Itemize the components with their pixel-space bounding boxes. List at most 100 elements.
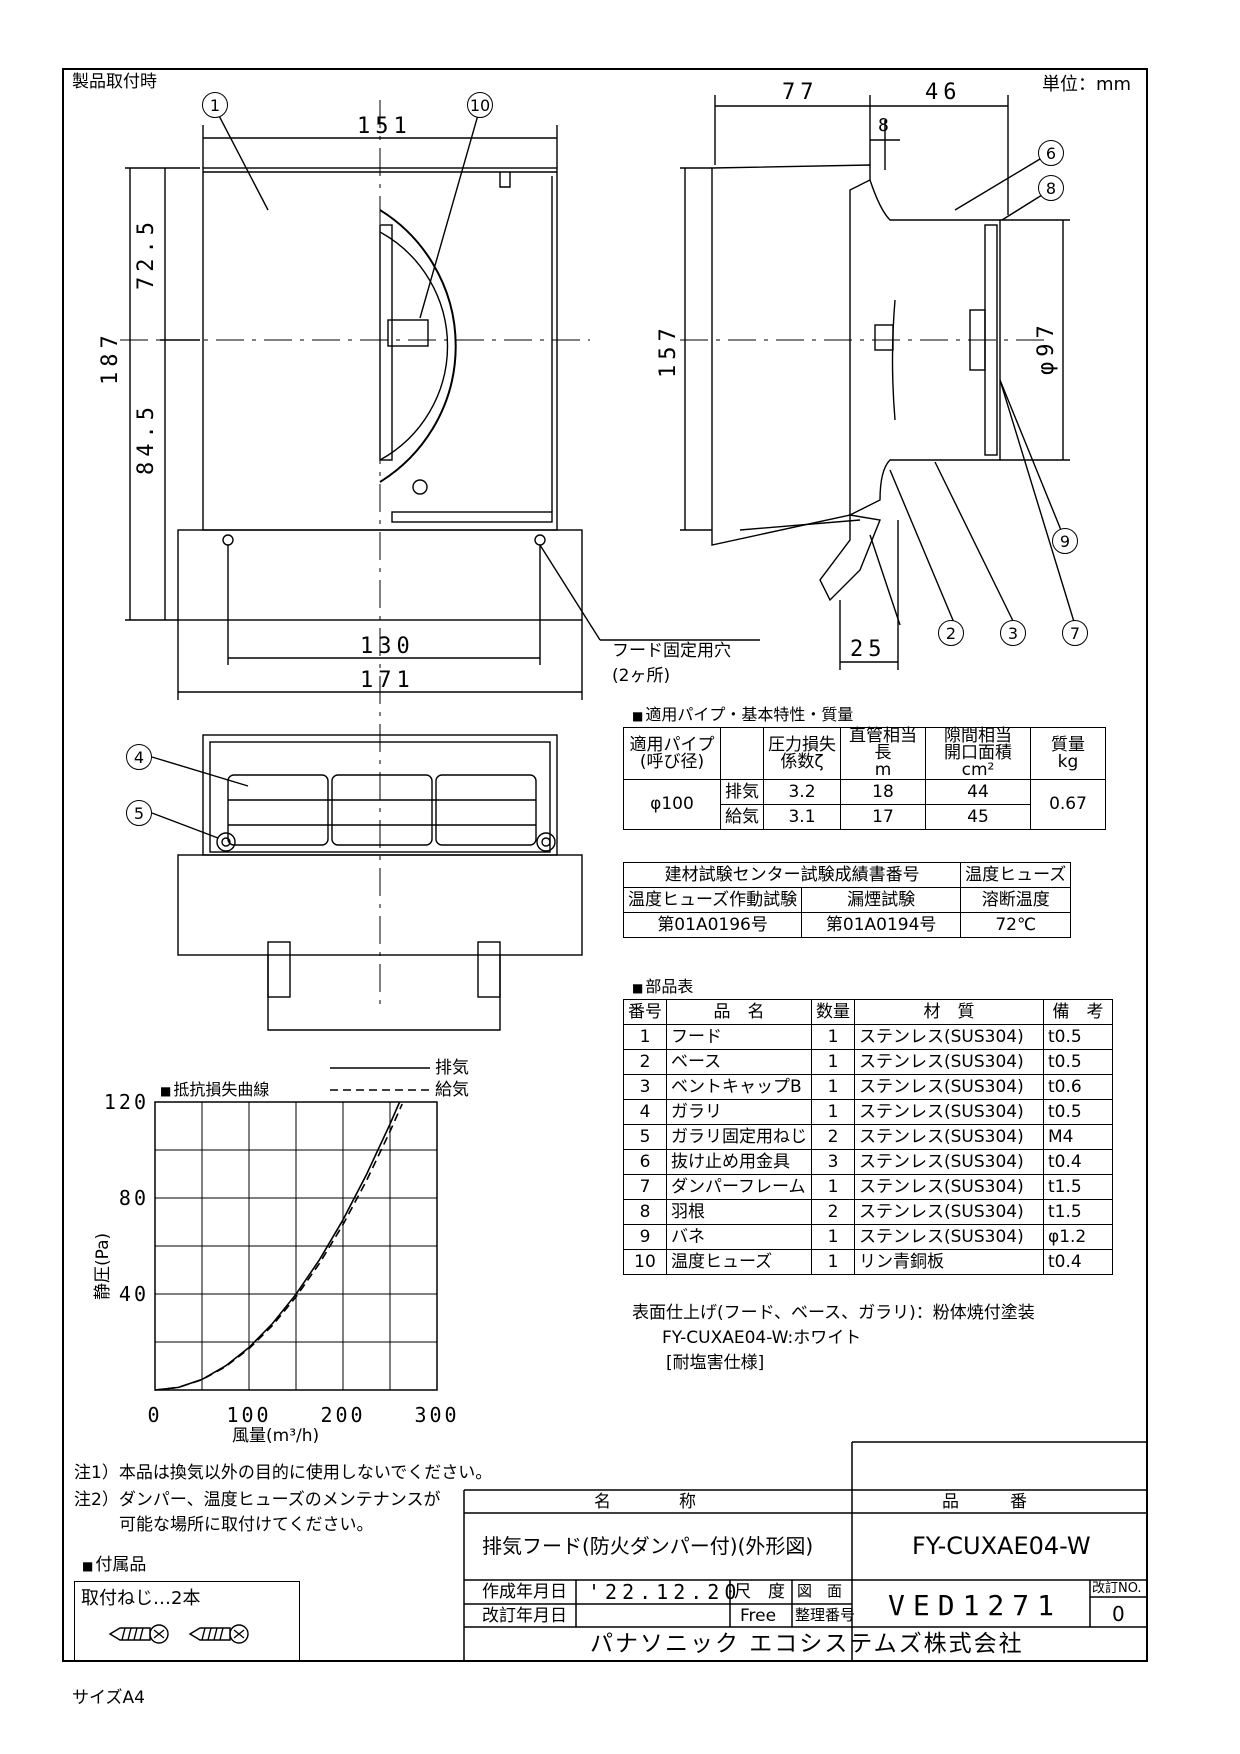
cert-val1: 第01A0196号 — [622, 912, 803, 938]
spec-row-zeta: 3.2 — [763, 779, 841, 805]
hole-note-count: (2ヶ所) — [612, 666, 671, 686]
finish-model: FY-CUXAE04-W:ホワイト — [662, 1328, 862, 1348]
y-tick-label: 40 — [119, 1282, 149, 1306]
accessories-title: 付属品 — [82, 1557, 146, 1574]
parts-cell: 9 — [623, 1224, 667, 1250]
parts-cell: t0.5 — [1043, 1099, 1113, 1125]
parts-cell: t1.5 — [1043, 1174, 1113, 1200]
drawing-label-2: 整理番号 — [795, 1606, 856, 1624]
callout-7: 7 — [1062, 620, 1088, 646]
cert-table: 建材試験センター試験成績書番号 温度ヒューズ 温度ヒューズ作動試験 漏煙試験 溶… — [622, 862, 1072, 938]
parts-cell: 3 — [811, 1149, 855, 1175]
parts-cell: ステンレス(SUS304) — [854, 1024, 1044, 1050]
dim-77: 77 — [782, 80, 819, 105]
spec-header-zeta: 圧力損失 係数ζ — [763, 727, 841, 780]
note-1: 注1）本品は換気以外の目的に使用しないでください。 — [74, 1463, 493, 1483]
parts-cell: 2 — [623, 1049, 667, 1075]
parts-header: 備 考 — [1043, 999, 1113, 1025]
parts-cell: M4 — [1043, 1124, 1113, 1150]
cert-val2: 第01A0194号 — [801, 912, 962, 938]
screw-icon — [108, 1624, 169, 1644]
drawing-label-1: 図 面 — [797, 1582, 843, 1600]
drawing-frame — [62, 68, 1148, 1662]
legend-supply: 給気 — [435, 1080, 469, 1100]
dim-25: 25 — [850, 637, 887, 662]
cert-temp: 72℃ — [960, 912, 1072, 938]
spec-header-pipe: 適用パイプ (呼び径) — [623, 727, 721, 780]
spec-header-mass: 質量 kg — [1030, 727, 1106, 780]
dim-151: 151 — [357, 114, 412, 139]
parts-cell: 1 — [623, 1024, 667, 1050]
revision-number: 0 — [1112, 1602, 1125, 1626]
parts-table-title: 部品表 — [632, 979, 693, 995]
chart-xlabel: 風量(m³/h) — [232, 1426, 320, 1446]
parts-cell: 1 — [811, 1074, 855, 1100]
callout-4: 4 — [126, 744, 152, 770]
hole-note: フード固定用穴 — [612, 641, 731, 661]
x-tick-label: 100 — [226, 1403, 271, 1427]
callout-6: 6 — [1038, 140, 1064, 166]
parts-cell: t0.5 — [1043, 1049, 1113, 1075]
name-label: 名 称 — [594, 1492, 696, 1512]
cert-header: 建材試験センター試験成績書番号 — [622, 862, 962, 888]
note-2-cont: 可能な場所に取付けてください。 — [119, 1515, 374, 1535]
parts-cell: ダンパーフレーム — [666, 1174, 812, 1200]
parts-cell: ステンレス(SUS304) — [854, 1174, 1044, 1200]
callout-8: 8 — [1038, 175, 1064, 201]
parts-cell: t0.4 — [1043, 1149, 1113, 1175]
callout-9: 9 — [1052, 528, 1078, 554]
parts-cell: 1 — [811, 1099, 855, 1125]
callout-1: 1 — [202, 92, 228, 118]
spec-header-blank — [720, 727, 764, 780]
parts-cell: t0.6 — [1043, 1074, 1113, 1100]
x-tick-label: 200 — [320, 1403, 365, 1427]
parts-cell: 羽根 — [666, 1199, 812, 1225]
spec-header-area: 隙間相当 開口面積cm² — [925, 727, 1031, 780]
chart-title: 抵抗損失曲線 — [160, 1082, 269, 1098]
cert-fuse-header2: 溶断温度 — [960, 887, 1072, 913]
dim-130: 130 — [360, 634, 415, 659]
spec-pipe: φ100 — [623, 779, 721, 830]
parts-cell: 2 — [811, 1199, 855, 1225]
accessories-item: 取付ねじ…2本 — [81, 1588, 201, 1609]
revision-label: 改訂NO. — [1092, 1581, 1142, 1596]
unit-label: 単位：mm — [1042, 74, 1132, 95]
parts-cell: 4 — [623, 1099, 667, 1125]
y-tick-label: 120 — [104, 1090, 149, 1114]
callout-2: 2 — [938, 620, 964, 646]
parts-cell: φ1.2 — [1043, 1224, 1113, 1250]
spec-mass: 0.67 — [1030, 779, 1106, 830]
dim-8: 8 — [878, 115, 894, 136]
x-tick-label: 300 — [414, 1403, 459, 1427]
parts-cell: ガラリ固定用ねじ — [666, 1124, 812, 1150]
parts-cell: t0.4 — [1043, 1249, 1113, 1275]
product-label: 品 番 — [942, 1492, 1027, 1512]
cert-col2: 漏煙試験 — [801, 887, 962, 913]
mount-label: 製品取付時 — [72, 72, 157, 92]
created-date: '22.12.20 — [588, 1580, 742, 1604]
callout-5: 5 — [126, 800, 152, 826]
spec-row-area: 45 — [925, 804, 1031, 830]
parts-cell: ステンレス(SUS304) — [854, 1199, 1044, 1225]
x-tick-label: 0 — [147, 1403, 162, 1427]
parts-cell: ステンレス(SUS304) — [854, 1224, 1044, 1250]
revised-label: 改訂年月日 — [482, 1606, 567, 1626]
accessories-box: 取付ねじ…2本 — [74, 1581, 300, 1661]
note-2: 注2）ダンパー、温度ヒューズのメンテナンスが — [74, 1490, 441, 1510]
spec-row-length: 17 — [840, 804, 926, 830]
spec-table: 適用パイプ (呼び径) 圧力損失 係数ζ 直管相当長 m 隙間相当 開口面積cm… — [623, 727, 1106, 830]
company-name: パナソニック エコシステムズ株式会社 — [590, 1631, 1024, 1657]
parts-cell: リン青銅板 — [854, 1249, 1044, 1275]
finish-spec: [耐塩害仕様] — [666, 1353, 765, 1373]
callout-3: 3 — [1000, 620, 1026, 646]
drawing-number: VED1271 — [888, 1589, 1063, 1622]
screw-icon — [188, 1624, 249, 1644]
spec-row-type: 排気 — [720, 779, 764, 805]
